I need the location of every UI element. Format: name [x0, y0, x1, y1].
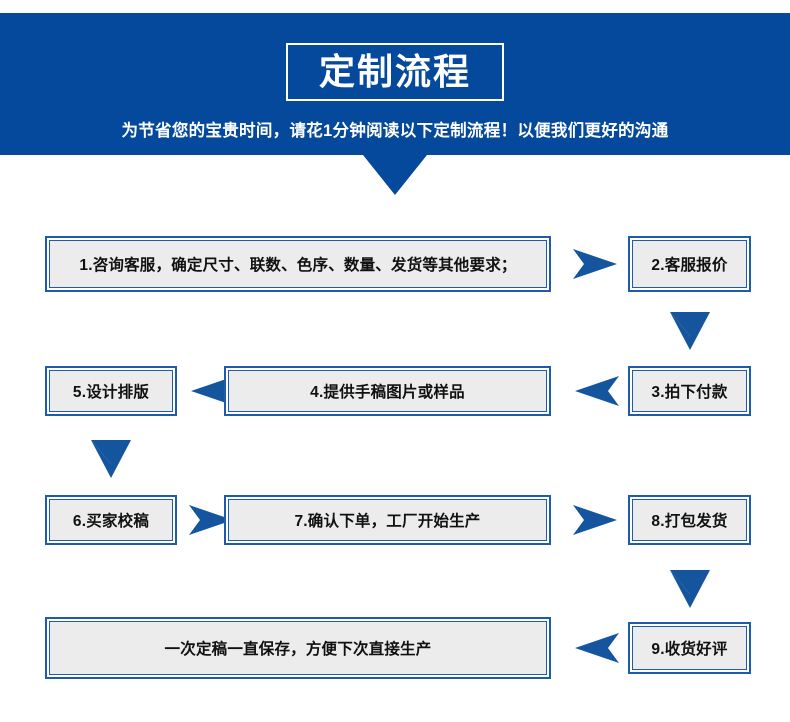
arrow-right-icon-step7-to-step8 — [573, 503, 619, 537]
flow-step-2: 2.客服报价 — [628, 236, 751, 292]
flow-step-6-inner: 6.买家校稿 — [49, 499, 173, 541]
flow-step-10-inner: 一次定稿一直保存，方便下次直接生产 — [49, 621, 547, 675]
flow-step-4: 4.提供手稿图片或样品 — [224, 366, 551, 416]
flow-step-1-inner: 1.咨询客服，确定尺寸、联数、色序、数量、发货等其他要求； — [49, 240, 547, 288]
arrow-down-icon-step2-to-step3 — [668, 308, 712, 352]
flow-step-6: 6.买家校稿 — [45, 495, 177, 545]
arrow-right-icon-step6-to-step7 — [189, 503, 235, 537]
flow-step-2-inner: 2.客服报价 — [632, 240, 747, 288]
flow-step-5-inner: 5.设计排版 — [49, 370, 173, 412]
flow-step-10-label: 一次定稿一直保存，方便下次直接生产 — [164, 641, 432, 658]
flow-step-1: 1.咨询客服，确定尺寸、联数、色序、数量、发货等其他要求； — [45, 236, 551, 292]
flow-step-8-label: 8.打包发货 — [651, 513, 728, 530]
arrow-down-icon-step5-to-step6 — [89, 436, 133, 480]
flow-step-8-inner: 8.打包发货 — [632, 499, 747, 541]
flow-step-2-label: 2.客服报价 — [651, 257, 728, 274]
flow-step-8: 8.打包发货 — [628, 495, 751, 545]
flow-step-6-label: 6.买家校稿 — [72, 513, 150, 530]
flow-step-3-label: 3.拍下付款 — [651, 384, 728, 401]
flow-step-7-label: 7.确认下单，工厂开始生产 — [294, 513, 481, 530]
flow-step-10: 一次定稿一直保存，方便下次直接生产 — [45, 617, 551, 679]
flow-step-7-inner: 7.确认下单，工厂开始生产 — [228, 499, 547, 541]
flow-step-9-label: 9.收货好评 — [651, 641, 728, 658]
page-title-box: 定制流程 — [286, 43, 504, 101]
arrow-right-icon-step1-to-step2 — [573, 247, 619, 281]
flow-step-7: 7.确认下单，工厂开始生产 — [224, 495, 551, 545]
flow-step-9: 9.收货好评 — [628, 622, 751, 674]
flow-step-4-inner: 4.提供手稿图片或样品 — [228, 370, 547, 412]
flow-step-3-inner: 3.拍下付款 — [632, 370, 747, 412]
flow-step-5-label: 5.设计排版 — [72, 384, 150, 401]
flow-step-1-label: 1.咨询客服，确定尺寸、联数、色序、数量、发货等其他要求； — [79, 257, 517, 274]
flow-step-3: 3.拍下付款 — [628, 366, 751, 416]
flow-step-9-inner: 9.收货好评 — [632, 626, 747, 670]
header-banner: 定制流程 为节省您的宝贵时间，请花1分钟阅读以下定制流程！以便我们更好的沟通 — [0, 13, 790, 155]
arrow-left-icon-step9-to-step10 — [573, 631, 619, 665]
arrow-down-icon-step8-to-step9 — [668, 566, 712, 610]
banner-down-notch-icon — [363, 155, 427, 195]
arrow-left-icon-step3-to-step4 — [573, 374, 619, 408]
header-subtitle: 为节省您的宝贵时间，请花1分钟阅读以下定制流程！以便我们更好的沟通 — [121, 122, 669, 140]
page-title: 定制流程 — [318, 51, 471, 92]
flow-step-5: 5.设计排版 — [45, 366, 177, 416]
flow-step-4-label: 4.提供手稿图片或样品 — [310, 384, 465, 401]
